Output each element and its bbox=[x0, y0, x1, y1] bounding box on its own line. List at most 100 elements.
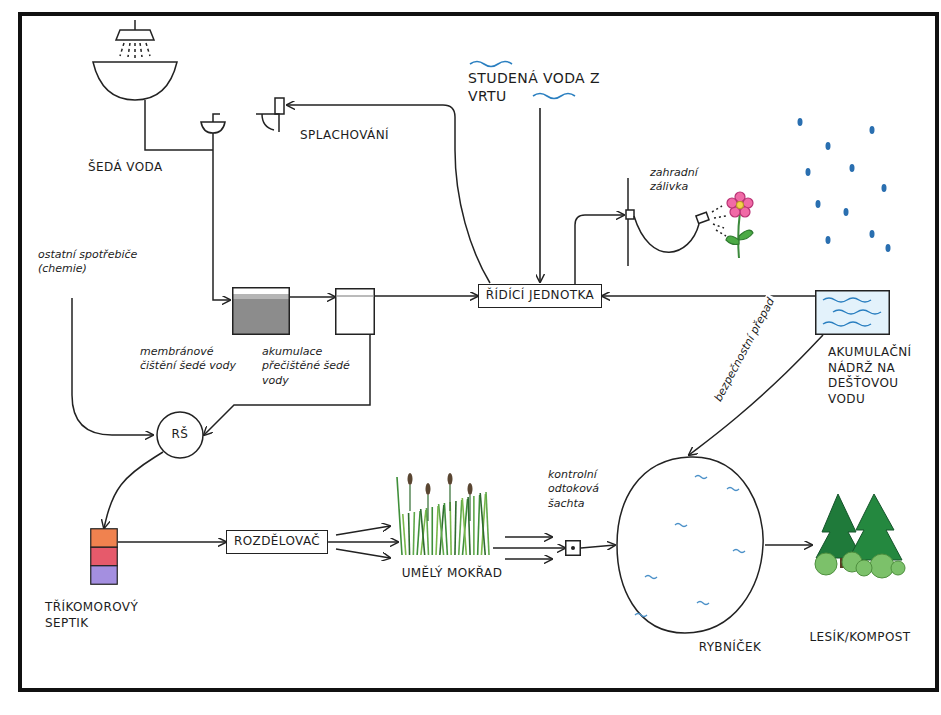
constructed-wetland-stroke bbox=[463, 499, 468, 555]
node-text: LESÍK/KOMPOST bbox=[795, 630, 925, 646]
storage-tank-shape bbox=[335, 288, 375, 335]
garden-irrigation bbox=[575, 215, 624, 284]
constructed-wetland-drawing bbox=[397, 473, 489, 555]
flow-connector bbox=[118, 541, 226, 543]
node-text: RYBNÍČEK bbox=[680, 640, 780, 656]
flushing-label: SPLACHOVÁNÍ bbox=[300, 128, 440, 144]
node-text: AKUMULAČNÍ NÁDRŽ NA DEŠŤOVOU VODU bbox=[828, 345, 928, 407]
appliances-label: ostatní spotřebiče (chemie) bbox=[38, 248, 158, 277]
pond-stroke bbox=[697, 602, 709, 605]
manhole-outline bbox=[157, 412, 203, 458]
toilet-symbol bbox=[256, 114, 279, 132]
well-water-label: STUDENÁ VODA Z VRTU bbox=[468, 70, 608, 105]
rain-drops bbox=[798, 118, 891, 252]
flow-arrows bbox=[505, 558, 552, 560]
constructed-wetland-stroke bbox=[427, 495, 428, 521]
storage-tank-stroke bbox=[337, 296, 373, 297]
outflow-shaft: kontrolní odtoková šachta bbox=[548, 468, 628, 556]
flower bbox=[739, 230, 753, 240]
membrane-tank-stroke bbox=[233, 294, 289, 334]
membrane-tank-stroke bbox=[233, 288, 290, 335]
membrane-tank-shape bbox=[232, 287, 290, 335]
garden-label: zahradní zálivka bbox=[650, 166, 720, 195]
forest-compost-shape bbox=[812, 490, 907, 575]
rain-drops bbox=[806, 168, 811, 176]
rain-tank-stroke bbox=[823, 298, 871, 302]
constructed-wetland: UMĚLÝ MOKŘAD bbox=[392, 465, 512, 582]
septic-tank-stroke bbox=[91, 547, 118, 566]
forest-compost-stroke bbox=[870, 554, 894, 578]
sink-symbol bbox=[201, 122, 225, 133]
constructed-wetland-stroke bbox=[408, 473, 413, 485]
forest-compost-stroke bbox=[815, 553, 837, 575]
pond-shape bbox=[615, 455, 765, 635]
flush-supply-line bbox=[287, 105, 490, 283]
garden-irrigation bbox=[575, 178, 726, 284]
flow-arrows bbox=[336, 549, 390, 558]
rain-drops bbox=[816, 200, 821, 208]
flow-connector bbox=[765, 544, 812, 546]
storage-tank: akumulace přečištěné šedé vody bbox=[262, 288, 375, 388]
control-unit: ŘÍDÍCÍ JEDNOTKA bbox=[478, 284, 602, 308]
pond-stroke bbox=[675, 524, 687, 527]
rain-drops bbox=[870, 230, 875, 238]
rain-tank-stroke bbox=[833, 310, 881, 314]
constructed-wetland-stroke bbox=[439, 504, 444, 555]
grey-water-label: ŠEDÁ VODA bbox=[88, 160, 198, 176]
constructed-wetland-stroke bbox=[486, 492, 489, 555]
shower-symbol bbox=[93, 62, 177, 100]
node-text: ŘÍDÍCÍ JEDNOTKA bbox=[486, 288, 594, 304]
constructed-wetland-stroke bbox=[455, 501, 456, 555]
pond-stroke bbox=[617, 457, 763, 633]
outflow-shaft-drawing bbox=[566, 541, 581, 556]
outflow-shaft-stroke bbox=[566, 541, 581, 556]
constructed-wetland-stroke bbox=[409, 485, 410, 511]
node-text: UMĚLÝ MOKŘAD bbox=[392, 566, 512, 582]
constructed-wetland-shape bbox=[398, 465, 493, 555]
storage-tank-stroke bbox=[336, 289, 375, 335]
node-text: membránové čištění šedé vody bbox=[140, 345, 252, 374]
grey-water-pipe bbox=[145, 100, 230, 300]
flower bbox=[737, 202, 744, 209]
membrane-tank-stroke bbox=[233, 294, 289, 299]
outflow-shaft-shape bbox=[565, 540, 581, 556]
shower-symbol bbox=[120, 43, 150, 58]
septic-tank-drawing bbox=[91, 529, 118, 585]
constructed-wetland-stroke bbox=[413, 512, 414, 555]
constructed-wetland-stroke bbox=[459, 500, 462, 555]
flower bbox=[727, 198, 737, 208]
rain-drops bbox=[798, 118, 803, 126]
garden-irrigation bbox=[634, 216, 699, 252]
constructed-wetland-stroke bbox=[444, 503, 447, 555]
node-text: kontrolní odtoková šachta bbox=[548, 468, 628, 511]
constructed-wetland-stroke bbox=[473, 496, 475, 555]
flow-connector bbox=[602, 295, 815, 297]
node-text: akumulace přečištěné šedé vody bbox=[262, 345, 362, 388]
node-text: TŘÍKOMOROVÝ SEPTIK bbox=[45, 600, 163, 631]
toilet-symbol bbox=[275, 98, 284, 114]
rain-drops bbox=[826, 236, 831, 244]
pond-stroke bbox=[635, 614, 647, 617]
constructed-wetland-stroke bbox=[431, 507, 433, 555]
rain-drops bbox=[826, 142, 831, 150]
garden-irrigation bbox=[712, 206, 726, 236]
flow-connector bbox=[104, 452, 163, 528]
septic-tank-stroke bbox=[91, 529, 118, 548]
constructed-wetland-stroke bbox=[409, 513, 410, 555]
inspection-manhole: RŠ bbox=[156, 411, 204, 459]
grey-water-pipe bbox=[145, 100, 213, 150]
rain-drops bbox=[844, 208, 849, 216]
pond-stroke bbox=[695, 476, 707, 479]
flush-supply-line bbox=[287, 105, 490, 283]
constructed-wetland-stroke bbox=[397, 477, 402, 555]
constructed-wetland-stroke bbox=[462, 498, 466, 555]
flow-connector bbox=[493, 547, 565, 549]
node-text: ROZDĚLOVAČ bbox=[234, 534, 320, 550]
garden-irrigation bbox=[696, 212, 709, 223]
constructed-wetland-stroke bbox=[478, 495, 480, 555]
constructed-wetland-stroke bbox=[436, 506, 438, 555]
storage-tank-drawing bbox=[336, 289, 375, 335]
pond: RYBNÍČEK bbox=[615, 455, 780, 656]
flower bbox=[726, 192, 753, 258]
